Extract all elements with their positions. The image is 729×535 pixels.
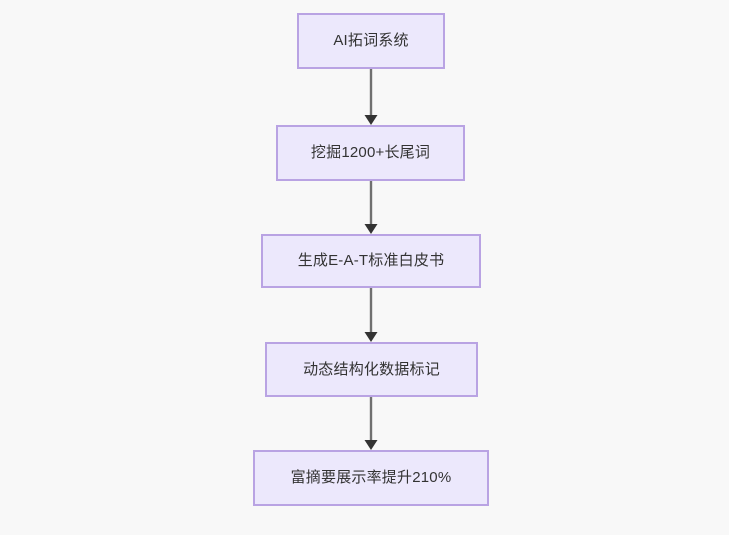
flow-node-label: 生成E-A-T标准白皮书: [297, 252, 445, 269]
flow-node-label: AI拓词系统: [333, 32, 409, 49]
flow-node-4[interactable]: 动态结构化数据标记: [265, 342, 478, 397]
flow-node-label: 动态结构化数据标记: [303, 360, 440, 378]
flow-node-label: 富摘要展示率提升210%: [290, 469, 452, 486]
connector-arrow-4: [359, 397, 383, 450]
flow-node-5[interactable]: 富摘要展示率提升210%: [253, 450, 489, 506]
flow-node-label: 挖掘1200+长尾词: [310, 144, 431, 161]
flow-node-3[interactable]: 生成E-A-T标准白皮书: [261, 234, 481, 288]
flow-node-1[interactable]: AI拓词系统: [297, 13, 445, 69]
connector-arrow-1: [359, 69, 383, 125]
flow-node-2[interactable]: 挖掘1200+长尾词: [276, 125, 465, 181]
connector-arrow-3: [359, 288, 383, 342]
connector-arrow-2: [359, 181, 383, 234]
